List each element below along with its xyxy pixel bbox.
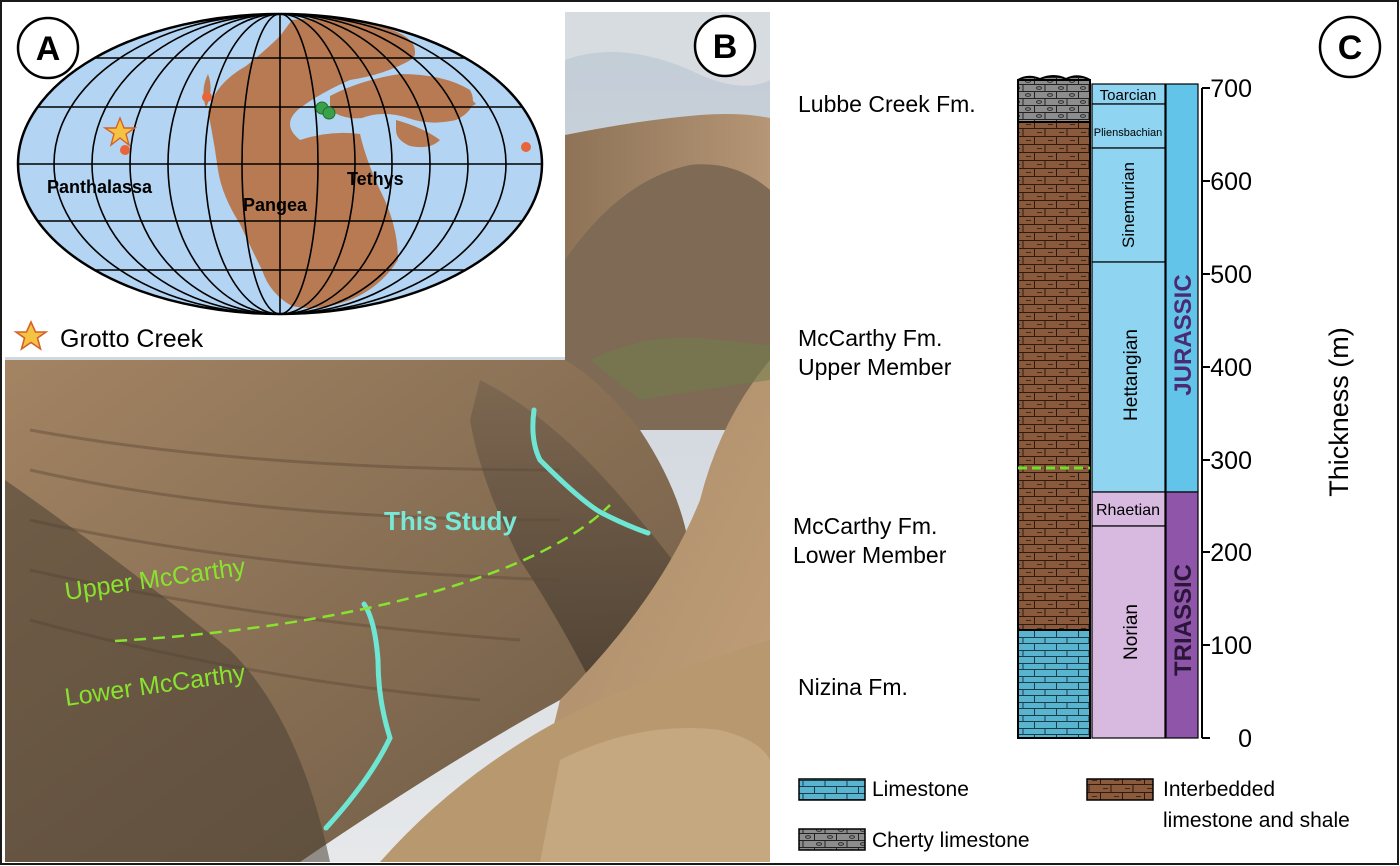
legend-label: Limestone [872,778,969,801]
cherty-swatch [798,828,866,851]
this-study-label: This Study [384,506,517,536]
legend-label: limestone and shale [1163,809,1350,832]
formation-labels: Lubbe Creek Fm. McCarthy Fm. Upper Membe… [793,91,976,700]
star-icon [102,116,138,147]
limestone-swatch [798,778,866,801]
stage-label: Sinemurian [1119,162,1138,248]
tethys-label: Tethys [347,169,404,189]
tick-label: 100 [1210,632,1252,660]
site-dot [521,142,531,152]
legend-label: Interbedded [1163,778,1275,801]
tick-label: 700 [1210,75,1252,103]
tick-label: 0 [1238,725,1252,753]
site-dot [202,92,212,102]
grotto-creek-label: Grotto Creek [60,325,204,353]
lithology-legend: Limestone Cherty limestone Interbedded l… [798,778,1350,852]
pangea-label: Pangea [243,195,308,215]
tick-label: 200 [1210,539,1252,567]
interbedded-unit [1018,122,1090,630]
limestone-unit [1018,630,1090,738]
legend-label: Cherty limestone [872,829,1030,852]
star-icon [13,320,49,351]
panel-b-letter: B [713,28,738,66]
stage-label: Toarcian [1100,87,1157,104]
panel-c-badge: C [1318,15,1382,79]
tick-label: 500 [1210,261,1252,289]
panel-b-badge: B [693,14,757,78]
panel-a-badge: A [16,16,80,80]
tick-label: 600 [1210,168,1252,196]
tick-label: 400 [1210,354,1252,382]
formation-label: McCarthy Fm. [798,325,942,351]
stage-label: Pliensbachian [1094,127,1163,139]
contact-line [114,504,611,643]
period-label: JURASSIC [1170,274,1197,395]
panel-a-letter: A [36,30,61,68]
period-column: JURASSIC TRIASSIC [1165,83,1199,739]
cherty-unit [1018,76,1090,122]
formation-label: Upper Member [798,354,952,380]
stage-label: Norian [1121,604,1142,660]
panthalassa-label: Panthalassa [47,177,153,197]
section-line-lower [323,601,393,831]
panel-a-globe: Panthalassa Pangea Tethys [16,12,544,316]
formation-label: McCarthy Fm. [793,513,937,539]
panel-a-legend: Grotto Creek [13,320,204,353]
stage-column: Toarcian Pliensbachian Sinemurian Hettan… [1091,83,1166,739]
axis-title: Thickness (m) [1324,327,1354,497]
green-dot [322,106,336,120]
formation-label: Lower Member [793,542,947,568]
interbedded-swatch [1086,778,1154,801]
section-line-upper [530,407,651,536]
stage-label: Rhaetian [1096,502,1160,519]
stage-label: Hettangian [1121,329,1142,421]
panel-c-letter: C [1338,29,1363,67]
site-dot [120,145,130,155]
formation-label: Lubbe Creek Fm. [798,91,976,117]
period-label: TRIASSIC [1170,564,1197,676]
thickness-axis: 700 600 500 400 300 200 100 0 Thickness … [1201,75,1354,753]
formation-label: Nizina Fm. [798,674,908,700]
tick-label: 300 [1210,447,1252,475]
lithology-column [1017,75,1091,739]
